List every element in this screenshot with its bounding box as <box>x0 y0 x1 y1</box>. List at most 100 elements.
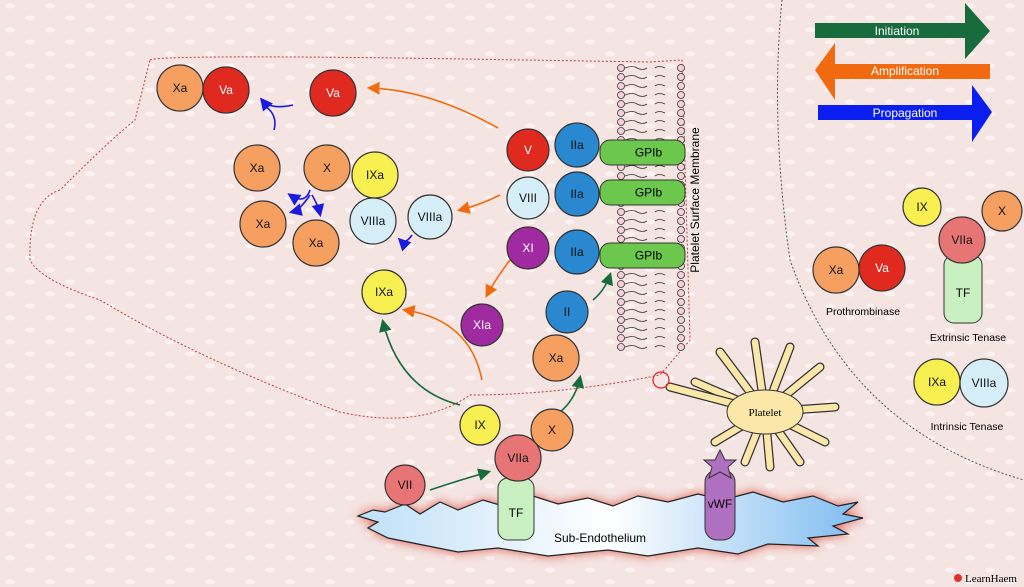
gpib-receptor: GPIb <box>599 179 686 206</box>
membrane-highlight-circle <box>652 371 670 389</box>
gpib-receptor: GPIb <box>599 242 686 269</box>
factor-viia-label: VIIa <box>951 233 973 247</box>
amplification-legend-arrow <box>815 43 990 100</box>
factor-viia: VIIa <box>938 216 986 264</box>
tissue-factor-label: TF <box>509 506 524 520</box>
vwf: vWF <box>702 448 738 541</box>
factor-iia: IIa <box>554 229 600 275</box>
factor-iia-label: IIa <box>570 138 584 152</box>
initiation-arrow <box>379 318 461 406</box>
factor-xa-label: Xa <box>250 161 265 175</box>
propagation-arrow <box>259 97 294 112</box>
amplification-arrow <box>485 259 511 298</box>
factor-x: X <box>303 144 351 192</box>
factor-xa-label: Xa <box>256 217 271 231</box>
propagation-arrow <box>397 234 413 252</box>
propagation-legend-arrow <box>818 85 992 142</box>
factor-v: V <box>506 128 550 172</box>
factor-x: X <box>981 190 1023 232</box>
initiation-legend-arrow <box>815 3 990 59</box>
propagation-legend-label: Propagation <box>873 106 938 120</box>
factor-ii: II <box>545 290 589 334</box>
factor-va: Va <box>309 69 357 117</box>
factor-ii-label: II <box>564 305 571 319</box>
factor-xa: Xa <box>156 64 204 112</box>
factor-ix-label: IX <box>474 418 485 432</box>
factor-viia-label: VIIa <box>507 451 529 465</box>
factor-xi-label: XI <box>522 241 533 255</box>
factor-iia: IIa <box>554 171 600 217</box>
factor-va: Va <box>858 244 906 292</box>
amplification-arrow <box>366 81 499 129</box>
factor-xa-label: Xa <box>829 263 844 277</box>
factor-va-label: Va <box>326 86 340 100</box>
factor-xa: Xa <box>292 219 340 267</box>
factor-viiia: VIIIa <box>349 197 397 245</box>
factor-xa-label: Xa <box>173 81 188 95</box>
factor-viiia: VIIIa <box>407 194 453 240</box>
factor-ix-label: IX <box>916 200 927 214</box>
factor-ix: IX <box>459 404 501 446</box>
initiation-arrow <box>559 374 585 413</box>
factor-xa: Xa <box>812 246 860 294</box>
factor-viia: VIIa <box>494 434 542 482</box>
factor-ixa: IXa <box>913 358 961 406</box>
factor-ixa: IXa <box>361 269 407 315</box>
platelet-cell: Platelet <box>652 337 840 472</box>
factor-va: Va <box>202 66 250 114</box>
factor-ixa-label: IXa <box>366 168 384 182</box>
gpib-receptor-label: GPIb <box>635 186 663 200</box>
factor-xia: XIa <box>460 303 504 347</box>
factor-x: X <box>530 408 574 452</box>
amplification-arrow <box>456 194 501 214</box>
gpib-receptor-label: GPIb <box>635 146 663 160</box>
watermark: LearnHaem <box>965 573 1017 585</box>
factor-xa-label: Xa <box>549 351 564 365</box>
factor-xa: Xa <box>233 144 281 192</box>
platelet-outline <box>29 56 691 419</box>
initiation-legend-label: Initiation <box>875 24 920 38</box>
propagation-arrow <box>311 194 325 218</box>
factor-ixa-label: IXa <box>928 375 946 389</box>
factor-ixa: IXa <box>351 151 399 199</box>
intrinsic-tenase-label: Intrinsic Tenase <box>931 421 1004 433</box>
factor-xa: Xa <box>532 334 580 382</box>
factor-va-label: Va <box>219 83 233 97</box>
factor-viii-label: VIII <box>519 191 537 205</box>
factor-x-label: X <box>548 423 556 437</box>
factor-iia-label: IIa <box>570 187 584 201</box>
factor-viiia: VIIIa <box>959 358 1009 408</box>
factor-vii: VII <box>384 464 426 506</box>
factor-ixa-label: IXa <box>375 285 393 299</box>
sub-endothelium-label: Sub-Endothelium <box>554 531 646 545</box>
factor-xia-label: XIa <box>473 318 491 332</box>
gpib-receptor: GPIb <box>599 139 686 166</box>
initiation-arrow <box>592 271 614 301</box>
factor-x-label: X <box>998 204 1006 218</box>
factor-xa: Xa <box>239 200 287 248</box>
factor-v-label: V <box>524 143 532 157</box>
factor-iia-label: IIa <box>570 245 584 259</box>
side-panel-divider <box>777 0 1024 481</box>
gpib-receptor-label: GPIb <box>635 249 663 263</box>
factor-x-label: X <box>323 161 331 175</box>
factor-iia: IIa <box>554 122 600 168</box>
platelet-label: Platelet <box>749 407 782 419</box>
amplification-arrow <box>401 305 483 381</box>
factor-viiia-label: VIIIa <box>972 376 997 390</box>
factor-viiia-label: VIIIa <box>361 214 386 228</box>
legend: Initiation Amplification Propagation <box>815 3 992 142</box>
tissue-factor-label: TF <box>956 286 971 300</box>
propagation-arrow <box>264 105 276 131</box>
factor-viii: VIII <box>506 176 550 220</box>
learnhaem-logo: LearnHaem <box>954 573 1017 585</box>
membrane-label: Platelet Surface Membrane <box>688 127 702 273</box>
factor-va-label: Va <box>875 261 889 275</box>
initiation-arrow <box>429 468 492 491</box>
tissue-factor: TF <box>943 254 983 324</box>
factor-vii-label: VII <box>398 478 413 492</box>
extrinsic-tenase-label: Extrinsic Tenase <box>930 332 1006 344</box>
vwf-label: vWF <box>708 497 733 511</box>
propagation-arrow <box>287 189 311 206</box>
